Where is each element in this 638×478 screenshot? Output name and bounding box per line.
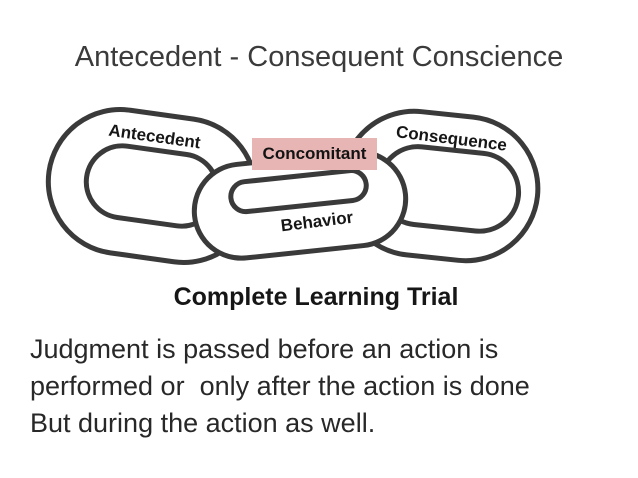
body-line: But during the action as well. — [30, 408, 376, 438]
body-line: performed or only after the action is do… — [30, 371, 530, 401]
chain-link-hole — [228, 168, 369, 215]
concomitant-overlay-box: Concomitant — [252, 138, 377, 170]
concomitant-label: Concomitant — [262, 144, 367, 163]
diagram-caption: Complete Learning Trial — [173, 283, 459, 311]
body-line: Judgment is passed before an action is — [30, 334, 499, 364]
body-paragraph: Judgment is passed before an action is p… — [30, 331, 630, 442]
slide-title: Antecedent - Consequent Conscience — [74, 41, 564, 73]
